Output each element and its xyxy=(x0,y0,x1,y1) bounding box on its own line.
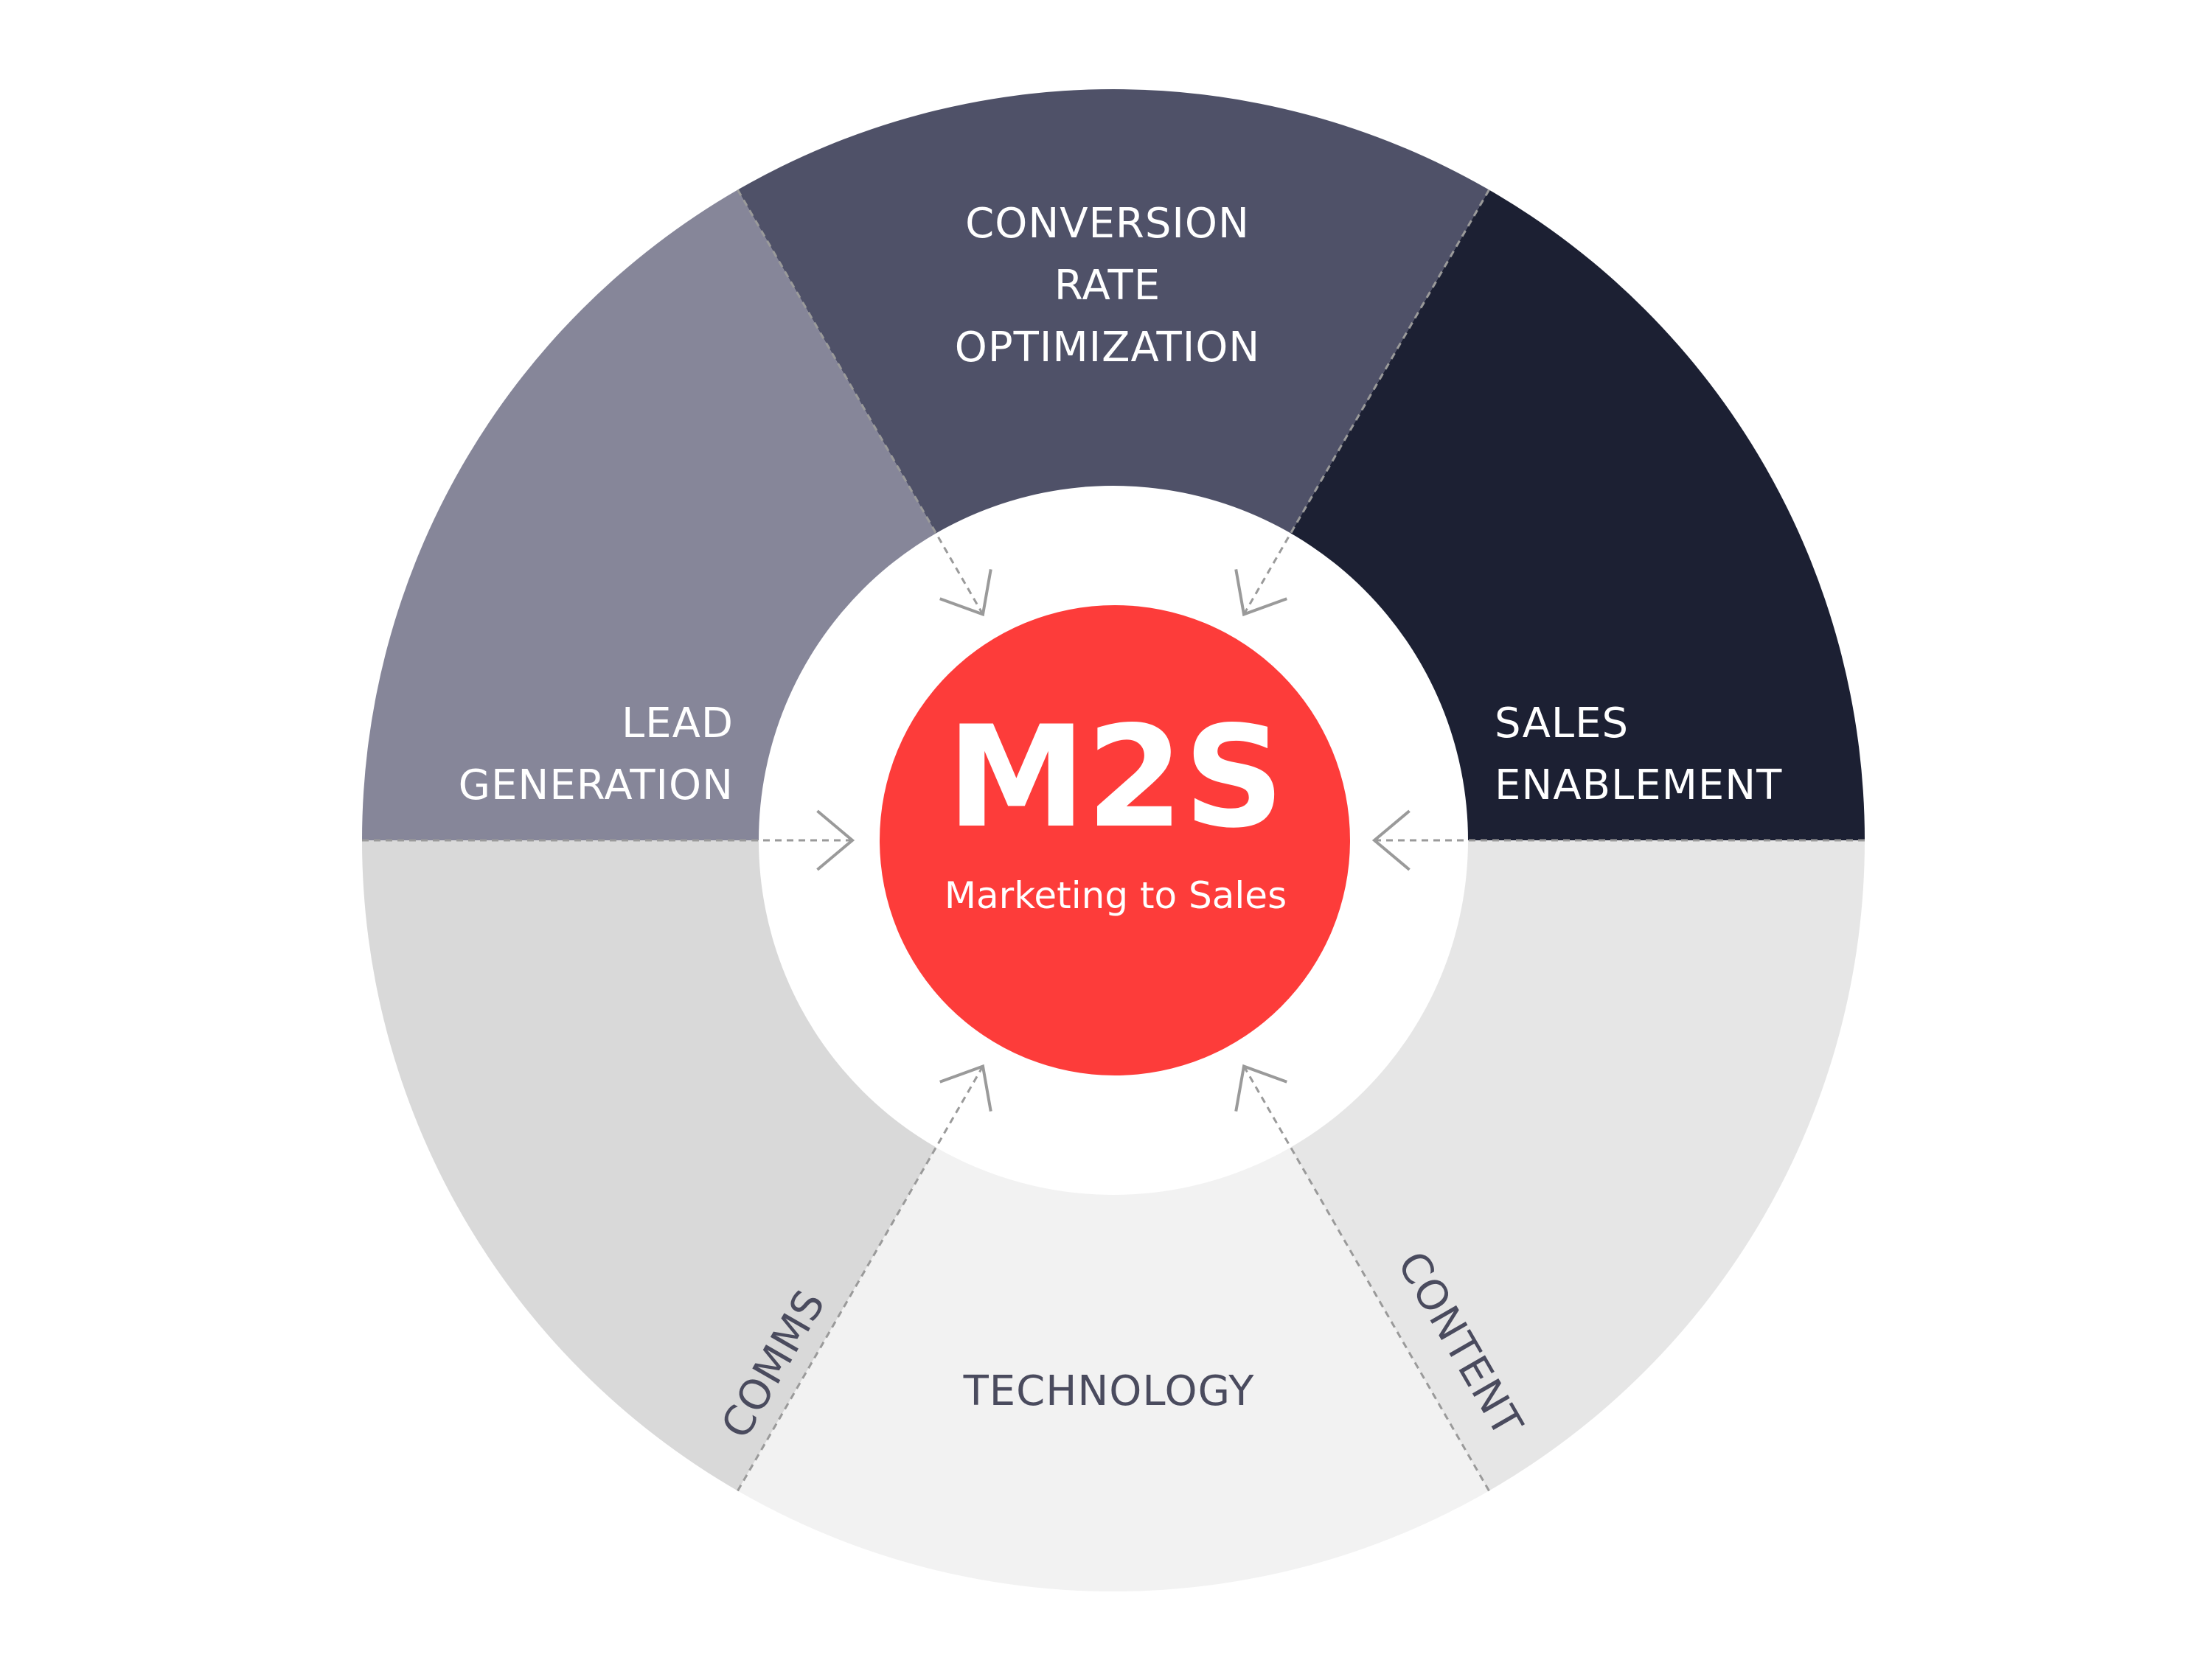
segment-conversion-rate-optimization xyxy=(737,88,1489,840)
segment-label-line: GENERATION xyxy=(459,761,734,809)
segment-label-line: LEAD xyxy=(622,700,734,747)
label-lead-generation: LEAD GENERATION xyxy=(459,700,734,809)
label-sales-enablement: SALES ENABLEMENT xyxy=(1495,700,1782,809)
segment-label-line: RATE xyxy=(1054,262,1161,310)
arrowhead-icon xyxy=(816,809,855,871)
arrowhead-icon xyxy=(1371,809,1411,871)
arrowhead-icon xyxy=(1234,1064,1287,1112)
arrowhead-icon xyxy=(1234,569,1287,617)
center-subtitle: Marketing to Sales xyxy=(945,874,1287,917)
arrowhead-icon xyxy=(939,1064,992,1112)
label-technology: TECHNOLOGY xyxy=(963,1367,1255,1415)
segment-label-line: SALES xyxy=(1495,700,1629,747)
label-conversion-rate-optimization: CONVERSION RATE OPTIMIZATION xyxy=(955,200,1260,372)
segment-label-line: CONVERSION xyxy=(965,200,1250,248)
segment-label-line: OPTIMIZATION xyxy=(955,324,1260,372)
center-title: M2S xyxy=(947,696,1284,859)
segment-label-line: ENABLEMENT xyxy=(1495,761,1782,809)
connector-arrows xyxy=(362,189,1865,1492)
segment-technology xyxy=(737,840,1489,1591)
arrowhead-icon xyxy=(939,569,992,617)
center-hub xyxy=(880,605,1350,1075)
